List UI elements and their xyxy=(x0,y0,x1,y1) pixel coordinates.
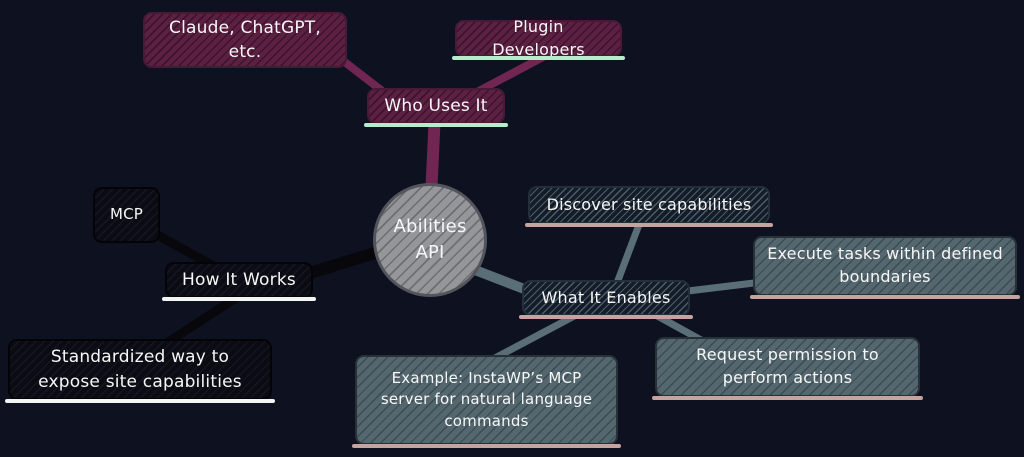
node-how-it-works-label: How It Works xyxy=(182,269,296,290)
node-instawp-example-label: Example: InstaWP’s MCP server for natura… xyxy=(380,369,593,430)
node-claude-chatgpt: Claude, ChatGPT, etc. xyxy=(143,12,347,68)
node-what-it-enables: What It Enables xyxy=(519,280,693,319)
edge-who-uses-it-to-claude xyxy=(342,59,385,94)
node-execute-tasks: Execute tasks within defined boundaries xyxy=(750,236,1020,299)
node-underline xyxy=(652,396,923,400)
edge-what-it-enables-to-example xyxy=(491,310,582,362)
edge-center-to-how-it-works xyxy=(294,246,384,282)
node-request-permission: Request permission to perform actions xyxy=(652,337,923,400)
node-discover-capabilities: Discover site capabilities xyxy=(525,186,773,227)
node-underline xyxy=(452,56,625,60)
node-underline xyxy=(352,444,621,448)
node-execute-tasks-label: Execute tasks within defined boundaries xyxy=(767,244,1003,286)
node-abilities-api-label: Abilities API xyxy=(393,216,467,263)
node-underline xyxy=(364,123,508,127)
node-how-it-works: How It Works xyxy=(162,262,316,301)
node-underline xyxy=(525,223,773,227)
edge-who-uses-it-to-plugin-developers xyxy=(473,53,547,96)
node-underline xyxy=(750,295,1020,299)
node-who-uses-it-label: Who Uses It xyxy=(384,95,488,116)
edge-how-it-works-to-mcp xyxy=(145,226,217,270)
edge-what-it-enables-to-execute xyxy=(684,279,758,295)
node-claude-chatgpt-label: Claude, ChatGPT, etc. xyxy=(169,17,321,62)
node-underline xyxy=(5,399,275,403)
node-who-uses-it: Who Uses It xyxy=(364,88,508,127)
node-plugin-developers: Plugin Developers xyxy=(452,17,625,60)
node-plugin-developers-label: Plugin Developers xyxy=(492,16,585,59)
edge-how-it-works-to-standardized xyxy=(163,293,241,347)
edge-what-it-enables-to-discover xyxy=(613,218,644,287)
node-standardized-way-label: Standardized way to expose site capabili… xyxy=(38,347,242,392)
node-mcp-label: MCP xyxy=(109,205,144,224)
node-underline xyxy=(519,315,693,319)
node-what-it-enables-label: What It Enables xyxy=(541,287,671,307)
node-request-permission-label: Request permission to perform actions xyxy=(696,345,879,387)
node-discover-capabilities-label: Discover site capabilities xyxy=(546,194,752,214)
node-abilities-api-center: Abilities API xyxy=(373,183,487,297)
node-mcp: MCP xyxy=(93,187,160,243)
node-underline xyxy=(162,297,316,301)
node-instawp-example: Example: InstaWP’s MCP server for natura… xyxy=(352,355,621,448)
node-standardized-way: Standardized way to expose site capabili… xyxy=(5,339,275,403)
